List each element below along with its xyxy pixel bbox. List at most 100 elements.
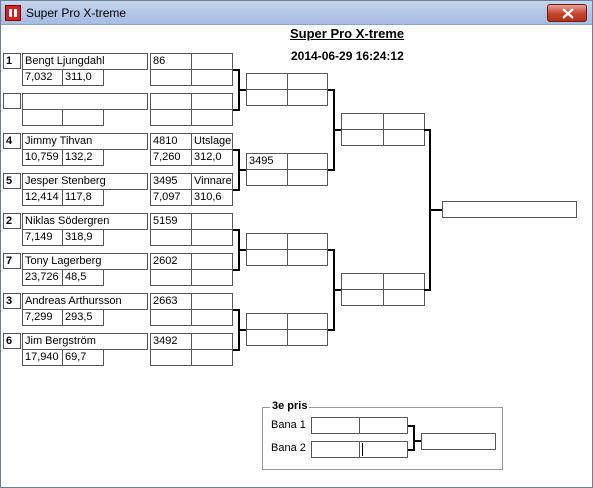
racer-name-field[interactable]: Jimmy Tihvan xyxy=(22,133,148,150)
result-field[interactable] xyxy=(150,69,192,86)
round2-field[interactable] xyxy=(287,153,328,170)
racer-name-field[interactable]: Niklas Södergren xyxy=(22,213,148,230)
result-field[interactable] xyxy=(150,309,192,326)
racer-stat-2[interactable]: 311,0 xyxy=(62,69,104,86)
round2-field[interactable] xyxy=(246,169,288,186)
connector-line xyxy=(233,309,239,311)
round2-field[interactable] xyxy=(287,73,328,90)
semifinal-field[interactable] xyxy=(341,113,384,130)
round2-field[interactable] xyxy=(246,329,288,346)
racer-stat-1[interactable]: 7,032 xyxy=(22,69,63,86)
racer-stat-1[interactable] xyxy=(22,109,63,126)
result-field[interactable]: Vinnare xyxy=(191,173,233,190)
connector-line xyxy=(233,189,239,191)
bracket-title: Super Pro X-treme xyxy=(290,26,405,41)
result-field[interactable]: 3492 xyxy=(150,333,192,350)
racer-stat-1[interactable]: 12,414 xyxy=(22,189,63,206)
lane-1-label: Bana 1 xyxy=(271,419,306,431)
result-field[interactable] xyxy=(150,229,192,246)
racer-stat-1[interactable]: 7,299 xyxy=(22,309,63,326)
result-field[interactable] xyxy=(191,53,233,70)
result-field[interactable] xyxy=(150,109,192,126)
semifinal-field[interactable] xyxy=(383,289,425,306)
connector-line xyxy=(238,329,246,331)
semifinal-field[interactable] xyxy=(341,289,384,306)
result-field[interactable] xyxy=(150,93,192,110)
racer-name-field[interactable]: Andreas Arthursson xyxy=(22,293,148,310)
racer-name-field[interactable]: Tony Lagerberg xyxy=(22,253,148,270)
racer-stat-1[interactable]: 7,149 xyxy=(22,229,63,246)
racer-stat-2[interactable]: 117,8 xyxy=(62,189,104,206)
racer-stat-2[interactable]: 48,5 xyxy=(62,269,104,286)
app-film-icon xyxy=(5,5,21,21)
result-field[interactable] xyxy=(191,253,233,270)
racer-stat-2[interactable]: 318,9 xyxy=(62,229,104,246)
racer-name-field[interactable]: Jesper Stenberg xyxy=(22,173,148,190)
result-field[interactable]: Utslager xyxy=(191,133,233,150)
connector-line xyxy=(429,209,443,211)
result-field[interactable]: 2663 xyxy=(150,293,192,310)
final-winner-field[interactable] xyxy=(442,201,577,218)
result-field[interactable]: 5159 xyxy=(150,213,192,230)
round2-field[interactable] xyxy=(287,249,328,266)
result-field[interactable] xyxy=(150,269,192,286)
lane-2-field-a[interactable] xyxy=(311,441,360,458)
title-bar[interactable]: Super Pro X-treme xyxy=(1,1,592,25)
result-field[interactable] xyxy=(191,109,233,126)
connector-line xyxy=(424,289,430,291)
round2-field[interactable] xyxy=(287,233,328,250)
round2-field[interactable] xyxy=(287,89,328,106)
semifinal-field[interactable] xyxy=(383,273,425,290)
semifinal-field[interactable] xyxy=(383,113,425,130)
racer-stat-1[interactable]: 17,940 xyxy=(22,349,63,366)
racer-stat-2[interactable]: 293,5 xyxy=(62,309,104,326)
semifinal-field[interactable] xyxy=(341,129,384,146)
racer-stat-1[interactable]: 23,726 xyxy=(22,269,63,286)
result-field[interactable] xyxy=(150,349,192,366)
result-field[interactable]: 310,6 xyxy=(191,189,233,206)
connector xyxy=(413,440,422,442)
result-field[interactable] xyxy=(191,269,233,286)
result-field[interactable] xyxy=(191,69,233,86)
round2-field[interactable] xyxy=(287,313,328,330)
lane-2-field-b[interactable] xyxy=(359,441,408,458)
round2-field[interactable] xyxy=(246,233,288,250)
seed-number xyxy=(3,93,21,109)
seed-number: 3 xyxy=(3,293,21,309)
close-button[interactable] xyxy=(547,4,587,22)
result-field[interactable]: 3495 xyxy=(150,173,192,190)
result-field[interactable] xyxy=(191,293,233,310)
result-field[interactable]: 4810 xyxy=(150,133,192,150)
racer-stat-2[interactable] xyxy=(62,109,104,126)
racer-stat-2[interactable]: 132,2 xyxy=(62,149,104,166)
round2-field[interactable] xyxy=(246,89,288,106)
third-prize-winner-field[interactable] xyxy=(421,433,496,450)
result-field[interactable]: 86 xyxy=(150,53,192,70)
racer-name-field[interactable]: Jim Bergström xyxy=(22,333,148,350)
window-title: Super Pro X-treme xyxy=(26,6,127,20)
result-field[interactable] xyxy=(191,333,233,350)
lane-1-field-a[interactable] xyxy=(311,417,360,434)
round2-field[interactable] xyxy=(246,313,288,330)
racer-name-field[interactable] xyxy=(22,93,148,110)
racer-stat-2[interactable]: 69,7 xyxy=(62,349,104,366)
round2-field[interactable] xyxy=(287,329,328,346)
result-field[interactable] xyxy=(191,309,233,326)
result-field[interactable]: 7,260 xyxy=(150,149,192,166)
result-field[interactable] xyxy=(191,349,233,366)
racer-name-field[interactable]: Bengt Ljungdahl xyxy=(22,53,148,70)
round2-field[interactable]: 3495 xyxy=(246,153,288,170)
racer-stat-1[interactable]: 10,759 xyxy=(22,149,63,166)
result-field[interactable]: 7,097 xyxy=(150,189,192,206)
result-field[interactable]: 312,0 xyxy=(191,149,233,166)
semifinal-field[interactable] xyxy=(341,273,384,290)
semifinal-field[interactable] xyxy=(383,129,425,146)
round2-field[interactable] xyxy=(287,169,328,186)
result-field[interactable]: 2602 xyxy=(150,253,192,270)
result-field[interactable] xyxy=(191,229,233,246)
round2-field[interactable] xyxy=(246,73,288,90)
round2-field[interactable] xyxy=(246,249,288,266)
lane-1-field-b[interactable] xyxy=(359,417,408,434)
result-field[interactable] xyxy=(191,213,233,230)
result-field[interactable] xyxy=(191,93,233,110)
